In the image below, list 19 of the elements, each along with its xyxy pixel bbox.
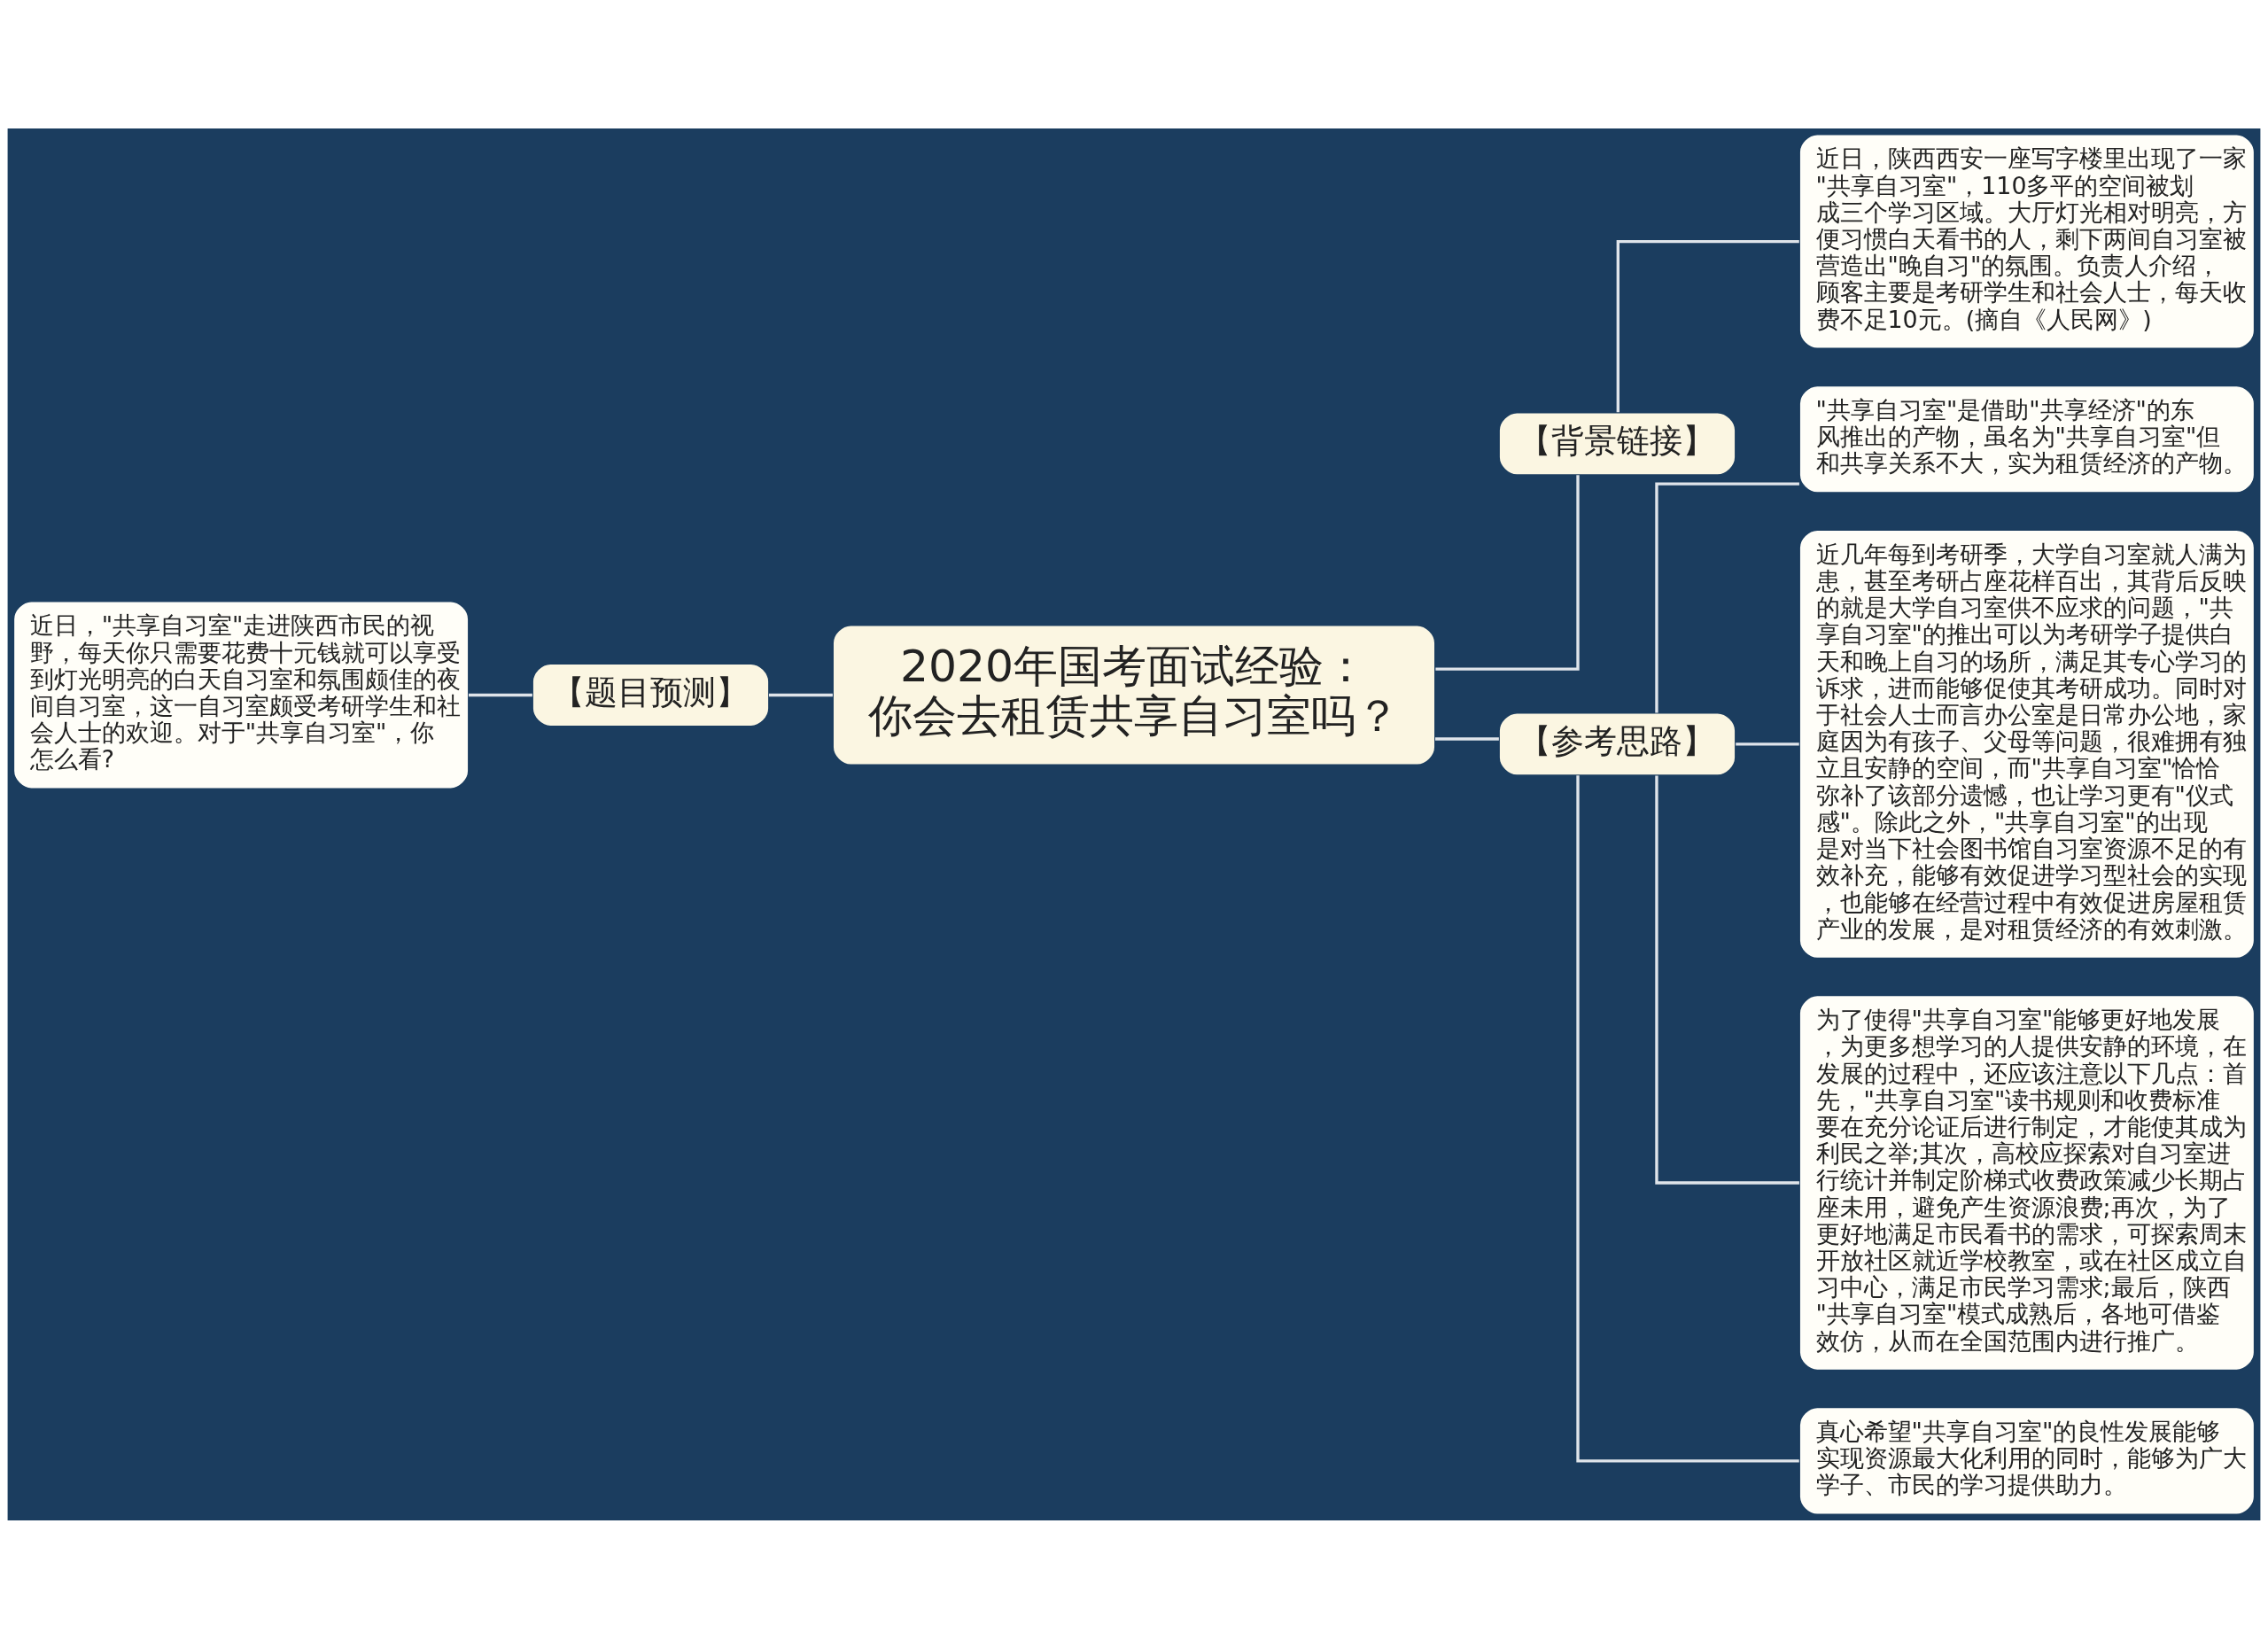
connector: [1435, 474, 1580, 671]
connector: [1435, 736, 1499, 741]
node-box: 为了使得"共享自习室"能够更好地发展，为更多想学习的人提供安静的环境，在发展的过程中，还应该注意以下几点：首先，"共享自习室"读书规则和收费标准要在充分论证后进行制定，才能使其成为利民之举;其次，高校应探索对自习室进行统计并制定阶梯式收费政策减少长期占座未用，避免产生资源浪费;再次，为了更好地满足市民看书的需求，可探索周末开放社区就近学校教室，或在社区成立自习中心，满足市民学习需求;最后，陕西"共享自习室"模式成熟后，各地可借鉴效仿，从而在全国范围内进行推广。: [1798, 994, 2256, 1371]
node-box: 近日，"共享自习室"走进陕西市民的视野，每天你只需要花费十元钱就可以享受到灯光明亮的白天自习室和氛围颇佳的夜间自习室，这一自习室颇受考研学生和社会人士的欢迎。对于"共享自习室"，你怎么看?: [12, 600, 470, 789]
node-box: 【背景链接】: [1498, 411, 1736, 476]
connector: [1736, 742, 1799, 746]
connector: [1576, 774, 1799, 1463]
node-box: 真心希望"共享自习室"的良性发展能够实现资源最大化利用的同时，能够为广大学子、市民的学习提供助力。: [1798, 1406, 2256, 1515]
connector: [1616, 239, 1799, 412]
node-box: 近日，陕西西安一座写字楼里出现了一家"共享自习室"，110多平的空间被划成三个学习区域。大厅灯光相对明亮，方便习惯白天看书的人，剩下两间自习室被营造出"晚自习"的氛围。负责人介绍，顾客主要是考研学生和社会人士，每天收费不足10元。(摘自《人民网》): [1798, 133, 2256, 349]
node-box: 近几年每到考研季，大学自习室就人满为患，甚至考研占座花样百出，其背后反映的就是大学自习室供不应求的问题，"共享自习室"的推出可以为考研学子提供白天和晚上自习的场所，满足其专心学习的诉求，进而能够促使其考研成功。同时对于社会人士而言办公室是日常办公地，家庭因为有孩子、父母等问题，很难拥有独立且安静的空间，而"共享自习室"恰恰弥补了该部分遗憾，也让学习更有"仪式感"。除此之外，"共享自习室"的出现是对当下社会图书馆自习室资源不足的有效补充，能够有效促进学习型社会的实现，也能够在经营过程中有效促进房屋租赁产业的发展，是对租赁经济的有效刺激。: [1798, 528, 2256, 959]
connector: [469, 693, 532, 696]
connector: [1655, 481, 1799, 712]
node-box: 2020年国考面试经验：你会去租赁共享自习室吗？: [832, 624, 1436, 766]
node-box: "共享自习室"是借助"共享经济"的东风推出的产物，虽名为"共享自习室"但和共享关系不大，实为租赁经济的产物。: [1798, 385, 2256, 494]
connector: [768, 693, 833, 696]
node-box: 【参考思路】: [1498, 711, 1736, 776]
connector: [1655, 775, 1799, 1185]
node-box: 【题目预测】: [532, 662, 770, 727]
